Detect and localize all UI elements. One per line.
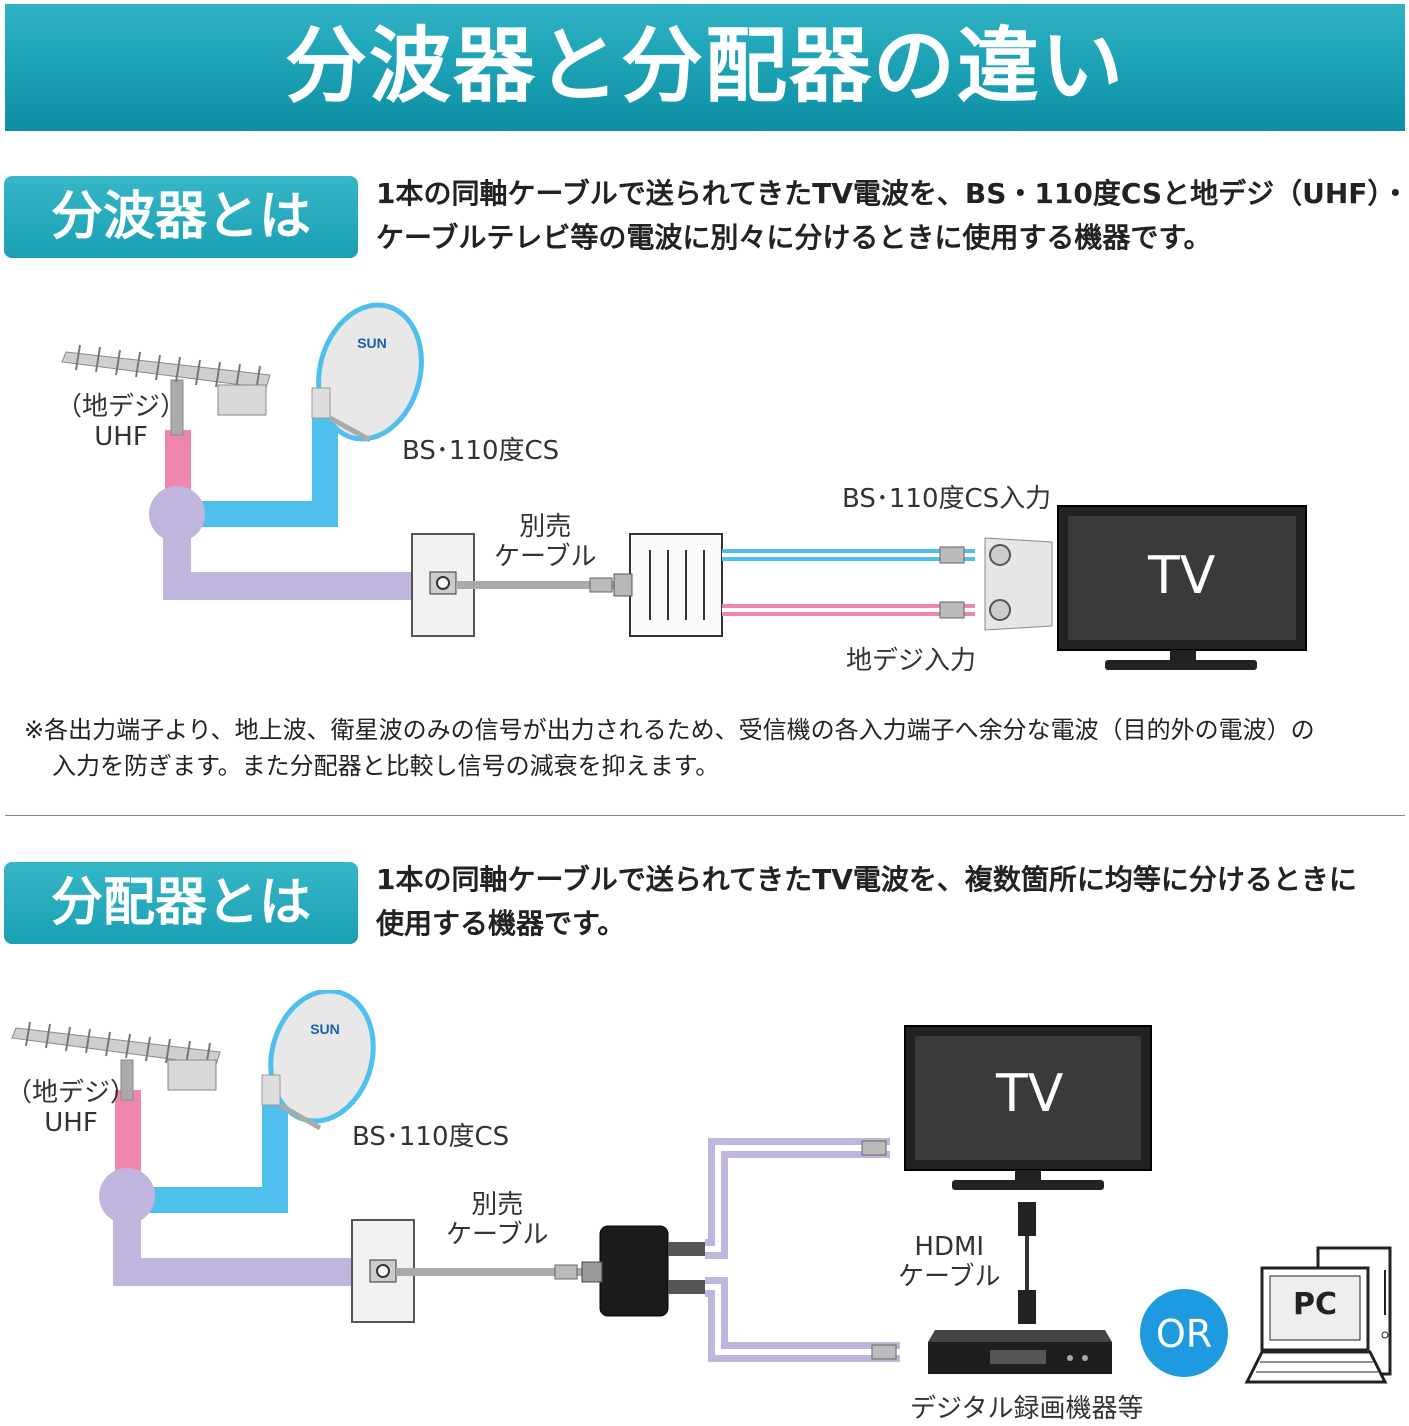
s2-pc-label: PC xyxy=(1292,1287,1337,1322)
s2-or-label: OR xyxy=(1155,1312,1213,1356)
s1-tv-label: TV xyxy=(1148,546,1216,606)
pc-icon xyxy=(1244,1246,1392,1384)
s2-hdmi-label: HDMI ケーブル xyxy=(898,1232,1000,1292)
section2-desc-line1: 1本の同軸ケーブルで送られてきたTV電波を、複数箇所に均等に分けるときに xyxy=(376,863,1357,896)
uhf-antenna-icon xyxy=(61,344,271,436)
s1-antenna-label: （地デジ） UHF xyxy=(56,392,186,452)
section1-desc-line2: ケーブルテレビ等の電波に別々に分けるときに使用する機器です。 xyxy=(376,221,1212,254)
section2-desc-line2: 使用する機器です。 xyxy=(376,907,626,940)
s1-terrestrial-input-label: 地デジ入力 xyxy=(846,646,977,676)
section1-description: 1本の同軸ケーブルで送られてきたTV電波を、BS・110度CSと地デジ（UHF）… xyxy=(376,172,1409,260)
mixer-node xyxy=(149,486,205,542)
recorder-cable xyxy=(705,1277,900,1362)
page-title: 分波器と分配器の違い xyxy=(284,19,1125,114)
bs-line xyxy=(140,1105,288,1213)
s2-recorder-label: デジタル録画機器等 xyxy=(910,1394,1144,1424)
s2-antenna-label: （地デジ） UHF xyxy=(6,1078,136,1138)
section1-heading: 分波器とは xyxy=(4,176,358,258)
recorder-icon xyxy=(928,1330,1112,1374)
tv-cable xyxy=(705,1138,890,1259)
s2-cable-label-line2: ケーブル xyxy=(446,1220,549,1250)
s1-antenna-label-line2: UHF xyxy=(94,422,148,452)
splitter-device-icon xyxy=(613,533,723,637)
svg-text:SUN: SUN xyxy=(310,1021,340,1037)
section2-description: 1本の同軸ケーブルで送られてきたTV電波を、複数箇所に均等に分けるときに 使用す… xyxy=(376,858,1357,946)
distributor-diagram: SUN xyxy=(11,990,1392,1384)
s2-hdmi-label-line1: HDMI xyxy=(914,1232,985,1262)
s1-cable-label-line2: ケーブル xyxy=(494,542,597,572)
distributor-device-icon xyxy=(581,1225,708,1317)
splitter-diagram: SUN xyxy=(61,302,1307,670)
s2-antenna-label-line1: （地デジ） xyxy=(6,1078,137,1108)
satellite-dish-icon: SUN xyxy=(311,302,424,443)
s1-cable-label: 別売 ケーブル xyxy=(494,512,596,572)
section1-note-line1: ※各出力端子より、地上波、衛星波のみの信号が出力されるため、受信機の各入力端子へ… xyxy=(24,716,1315,744)
s2-dish-label: BS･110度CS xyxy=(352,1122,510,1152)
section2-heading: 分配器とは xyxy=(4,862,358,944)
hdmi-cable-icon xyxy=(1018,1202,1036,1324)
uhf-antenna-icon xyxy=(11,1021,221,1101)
or-badge xyxy=(1140,1289,1228,1377)
s1-antenna-label-line1: （地デジ） xyxy=(56,392,187,422)
section-divider xyxy=(5,815,1405,816)
s1-cable-label-line1: 別売 xyxy=(519,512,572,542)
s2-tv-label: TV xyxy=(996,1064,1064,1124)
svg-text:SUN: SUN xyxy=(357,335,387,351)
satellite-dish-icon: SUN xyxy=(261,990,376,1131)
bs-line xyxy=(190,415,338,527)
s1-bs-input-label: BS･110度CS入力 xyxy=(842,484,1052,514)
s2-cable-label: 別売 ケーブル xyxy=(446,1190,548,1250)
tv-icon xyxy=(1057,505,1307,670)
s1-dish-label: BS･110度CS xyxy=(402,436,560,466)
section1-note: ※各出力端子より、地上波、衛星波のみの信号が出力されるため、受信機の各入力端子へ… xyxy=(24,712,1315,784)
tv-icon xyxy=(904,1025,1152,1190)
header-banner: 分波器と分配器の違い xyxy=(5,4,1405,131)
s2-antenna-label-line2: UHF xyxy=(44,1108,98,1138)
s2-hdmi-label-line2: ケーブル xyxy=(898,1262,1001,1292)
section1-desc-line1: 1本の同軸ケーブルで送られてきたTV電波を、BS・110度CSと地デジ（UHF）… xyxy=(376,177,1409,210)
s2-cable-label-line1: 別売 xyxy=(471,1190,524,1220)
mixer-node xyxy=(99,1168,155,1224)
section1-note-line2: 入力を防ぎます。また分配器と比較し信号の減衰を抑えます。 xyxy=(52,752,720,780)
